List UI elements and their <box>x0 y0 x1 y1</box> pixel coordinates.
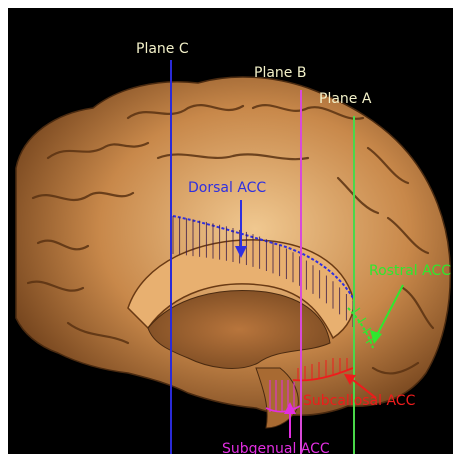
subgenual-acc-label: Subgenual ACC <box>222 442 330 454</box>
plane-a-label: Plane A <box>319 92 371 106</box>
brain-figure: Plane C Plane B Plane A Dorsal ACC Rostr… <box>8 8 453 454</box>
brain-scene <box>8 8 453 454</box>
plane-b-label: Plane B <box>254 66 306 80</box>
rostral-acc-label: Rostral ACC <box>369 264 451 278</box>
dorsal-acc-label: Dorsal ACC <box>188 181 266 195</box>
subcallosal-acc-label: Subcallosal ACC <box>303 394 415 408</box>
plane-c-label: Plane C <box>136 42 189 56</box>
